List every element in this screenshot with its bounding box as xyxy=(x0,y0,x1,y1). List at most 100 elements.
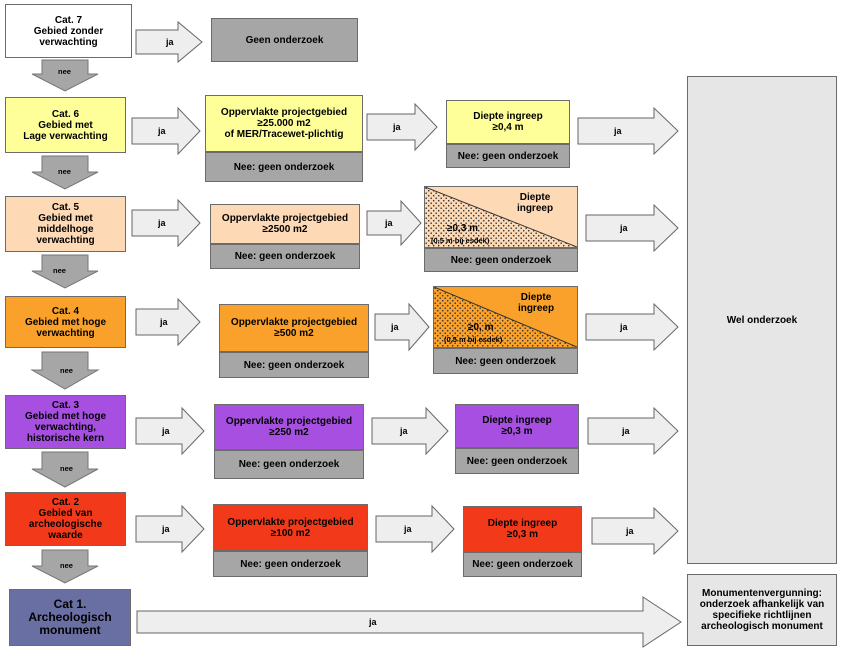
area-box-cat2: Oppervlakte projectgebied ≥100 m2 xyxy=(213,504,368,551)
cat7-title: Cat. 7 xyxy=(54,14,83,26)
depth-box-cat4: Diepte ingreep ≥0, m (0,5 m bij esdek) xyxy=(433,286,578,348)
cat3-line2: verwachting, xyxy=(34,422,97,433)
ja-arrow-cat3-2: ja xyxy=(371,406,449,456)
nee-box-depth-cat3: Nee: geen onderzoek xyxy=(455,448,579,474)
cat4-line1: Gebied met hoge xyxy=(24,316,107,328)
cat6-title: Cat. 6 xyxy=(51,108,80,120)
cat2-box: Cat. 2 Gebied van archeologische waarde xyxy=(5,492,126,546)
nee-box-depth-cat4: Nee: geen onderzoek xyxy=(433,348,578,374)
ja-label-cat4-3: ja xyxy=(619,322,629,332)
ja-arrow-cat4-3: ja xyxy=(585,302,679,352)
cat2-title: Cat. 2 xyxy=(51,497,80,508)
ja-label-cat5-1: ja xyxy=(157,218,167,228)
cat7-line1: Gebied zonder xyxy=(33,25,104,37)
geen-onderzoek-box: Geen onderzoek xyxy=(211,18,358,62)
cat1-line1: Cat 1. xyxy=(53,597,87,611)
nee-arrow-4 xyxy=(30,351,100,390)
ja-arrow-cat5-2: ja xyxy=(366,199,422,247)
nee-arrow-6 xyxy=(31,155,99,190)
depth-cat6-line1: Diepte ingreep xyxy=(473,111,543,122)
ja-label-cat5-2: ja xyxy=(384,218,394,228)
cat3-line1: Gebied met hoge xyxy=(24,411,107,422)
ja-arrow-cat2-3: ja xyxy=(591,506,679,556)
ja-label-cat6-3: ja xyxy=(613,126,623,136)
ja-arrow-cat2-1: ja xyxy=(135,504,205,554)
nee-arrow-3 xyxy=(31,451,99,488)
nee-box-depth-cat6: Nee: geen onderzoek xyxy=(446,144,570,168)
area-cat5-line1: Oppervlakte projectgebied xyxy=(221,213,349,224)
depth-cat5-title2: ingreep xyxy=(516,203,554,214)
cat6-line2: Lage verwachting xyxy=(23,130,108,142)
ja-label-cat2-3: ja xyxy=(625,526,635,536)
area-box-cat6: Oppervlakte projectgebied ≥25.000 m2 of … xyxy=(205,95,363,152)
cat5-box: Cat. 5 Gebied met middelhoge verwachting xyxy=(5,196,126,252)
cat1-line2: Archeologisch xyxy=(28,610,112,624)
area-box-cat3: Oppervlakte projectgebied ≥250 m2 xyxy=(214,404,364,450)
monument-line3: specifieke richtlijnen xyxy=(712,610,812,621)
monument-line4: archeologisch monument xyxy=(701,621,823,632)
depth-cat2-line1: Diepte ingreep xyxy=(487,518,558,529)
ja-arrow-cat6-1: ja xyxy=(131,106,201,156)
cat4-box: Cat. 4 Gebied met hoge verwachting xyxy=(5,296,126,348)
nee-box-area-cat3: Nee: geen onderzoek xyxy=(214,450,364,479)
nee-label-6: nee xyxy=(58,167,71,176)
cat1-box: Cat 1. Archeologisch monument xyxy=(9,589,131,646)
area-cat2-line1: Oppervlakte projectgebied xyxy=(227,516,354,528)
area-cat3-line1: Oppervlakte projectgebied xyxy=(225,416,353,427)
cat7-line2: verwachting xyxy=(39,36,98,48)
area-cat4-line1: Oppervlakte projectgebied xyxy=(230,317,358,328)
depth-cat3-line2: ≥0,3 m xyxy=(501,426,533,437)
ja-arrow-cat3-1: ja xyxy=(135,406,205,456)
nee-depth-cat5-label: Nee: geen onderzoek xyxy=(450,254,552,266)
area-cat4-line2: ≥500 m2 xyxy=(274,328,314,339)
ja-label-cat6-2: ja xyxy=(392,122,402,132)
depth-cat5-title1: Diepte xyxy=(519,192,551,203)
depth-cat2-line2: ≥0,3 m xyxy=(506,529,539,540)
depth-cat4-note: (0,5 m bij esdek) xyxy=(444,335,503,344)
nee-arrow-2 xyxy=(31,549,99,584)
ja-label-cat3-2: ja xyxy=(399,426,409,436)
nee-label-2: nee xyxy=(60,561,73,570)
nee-box-area-cat4: Nee: geen onderzoek xyxy=(219,352,369,378)
nee-area-cat2-label: Nee: geen onderzoek xyxy=(240,558,341,570)
ja-arrow-cat5-3: ja xyxy=(585,203,679,253)
depth-cat4-title2: ingreep xyxy=(517,303,555,314)
nee-box-area-cat6: Nee: geen onderzoek xyxy=(205,152,363,182)
nee-area-cat4-label: Nee: geen onderzoek xyxy=(243,359,345,371)
depth-cat5-value: ≥0,3 m xyxy=(447,223,479,234)
ja-arrow-cat5-1: ja xyxy=(131,198,201,248)
ja-arrow-cat6-3: ja xyxy=(577,106,679,156)
wel-onderzoek-box: Wel onderzoek xyxy=(687,76,837,564)
cat5-line3: verwachting xyxy=(36,235,95,246)
cat1-line3: monument xyxy=(39,623,101,637)
ja-label-cat1: ja xyxy=(368,617,378,627)
ja-arrow-cat7: ja xyxy=(135,20,203,64)
area-cat6-line1: Oppervlakte projectgebied xyxy=(220,107,348,118)
depth-cat4-title1: Diepte xyxy=(520,292,552,303)
ja-label-cat3-3: ja xyxy=(621,426,631,436)
monument-line2: onderzoek afhankelijk van xyxy=(699,599,825,610)
area-cat3-line2: ≥250 m2 xyxy=(269,427,309,438)
nee-area-cat5-label: Nee: geen onderzoek xyxy=(234,251,336,262)
cat2-line2: archeologische xyxy=(28,519,103,530)
nee-arrow-5 xyxy=(31,254,99,289)
nee-box-area-cat2: Nee: geen onderzoek xyxy=(213,551,368,577)
cat5-line1: Gebied met xyxy=(38,213,93,224)
depth-box-cat5: Diepte ingreep ≥0,3 m (0,5 m bij esdek) xyxy=(424,186,578,248)
cat7-box: Cat. 7 Gebied zonder verwachting xyxy=(5,4,132,58)
area-cat2-line2: ≥100 m2 xyxy=(270,527,311,539)
area-box-cat4: Oppervlakte projectgebied ≥500 m2 xyxy=(219,304,369,352)
ja-label-cat4-2: ja xyxy=(390,322,400,332)
cat3-line3: historische kern xyxy=(26,433,105,444)
ja-label-cat2-1: ja xyxy=(161,524,171,534)
cat3-box: Cat. 3 Gebied met hoge verwachting, hist… xyxy=(5,395,126,449)
area-box-cat5: Oppervlakte projectgebied ≥2500 m2 xyxy=(210,204,360,244)
depth-cat5-triangle xyxy=(425,187,577,247)
cat4-line2: verwachting xyxy=(36,327,95,339)
nee-depth-cat3-label: Nee: geen onderzoek xyxy=(466,455,568,467)
depth-cat4-triangle xyxy=(434,287,577,347)
ja-arrow-cat1: ja xyxy=(136,596,682,648)
ja-arrow-cat3-3: ja xyxy=(587,406,679,456)
nee-area-cat6-label: Nee: geen onderzoek xyxy=(233,161,335,173)
ja-arrow-cat2-2: ja xyxy=(375,504,455,554)
